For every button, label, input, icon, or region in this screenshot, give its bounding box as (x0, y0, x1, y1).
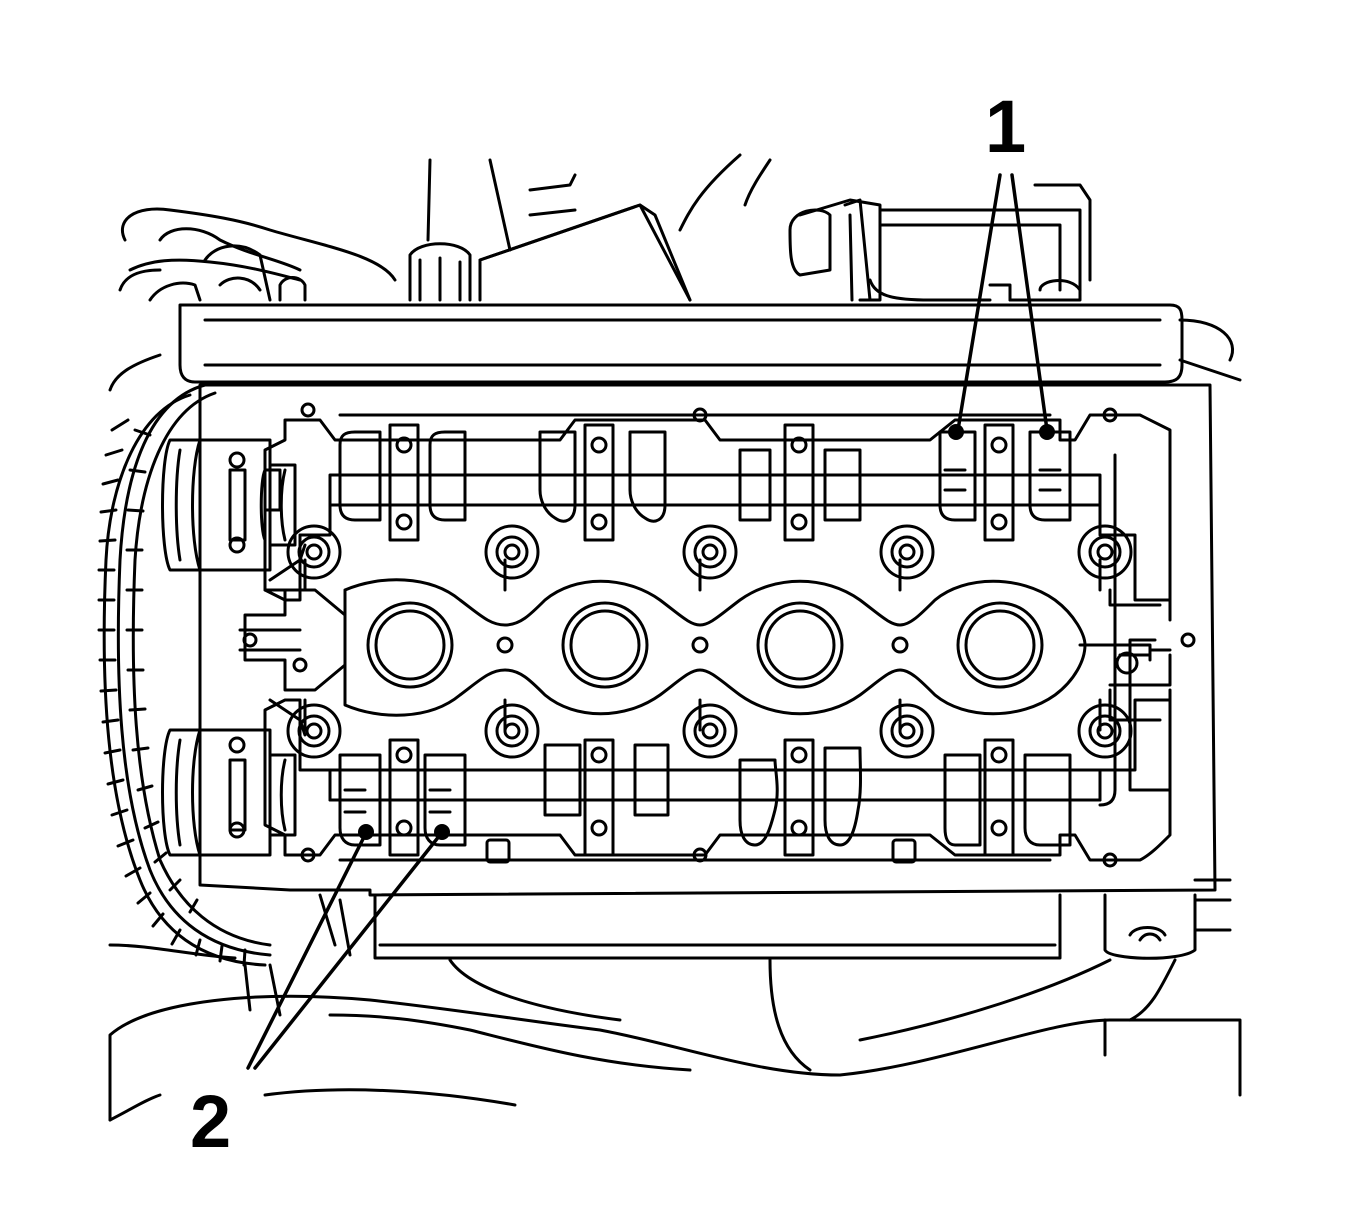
callout-label-1: 1 (985, 85, 1027, 168)
callout-dot-2b (434, 824, 450, 840)
bolt-lower-5 (1077, 703, 1133, 759)
callout-dot-1b (1039, 424, 1055, 440)
leader-1-right (1010, 173, 1049, 432)
cover-bolts (286, 524, 1133, 759)
callout-dots (358, 424, 1055, 840)
wiring-harness (97, 383, 272, 967)
upper-camshaft (161, 402, 1172, 602)
bolt-upper-2 (484, 524, 540, 580)
top-rail (178, 303, 1184, 384)
callout-dot-2a (358, 824, 374, 840)
bolt-upper-3 (682, 524, 738, 580)
cylinder-head (198, 383, 1217, 960)
bolt-lower-4 (879, 703, 935, 759)
callout-label-2: 2 (190, 1080, 232, 1163)
callout-dot-1a (948, 424, 964, 440)
bolt-lower-3 (682, 703, 738, 759)
leader-1-left (956, 173, 1002, 432)
bolt-upper-1 (286, 524, 342, 580)
bolt-lower-1 (286, 703, 342, 759)
background-engine-outline (108, 153, 1242, 1122)
leader-2-right (253, 833, 442, 1070)
bolt-lower-2 (484, 703, 540, 759)
leader-2-left (246, 833, 367, 1070)
bolt-upper-5 (1077, 524, 1133, 580)
bolt-upper-4 (879, 524, 935, 580)
top-components (118, 198, 1082, 302)
callout-leaders (246, 173, 1049, 1070)
